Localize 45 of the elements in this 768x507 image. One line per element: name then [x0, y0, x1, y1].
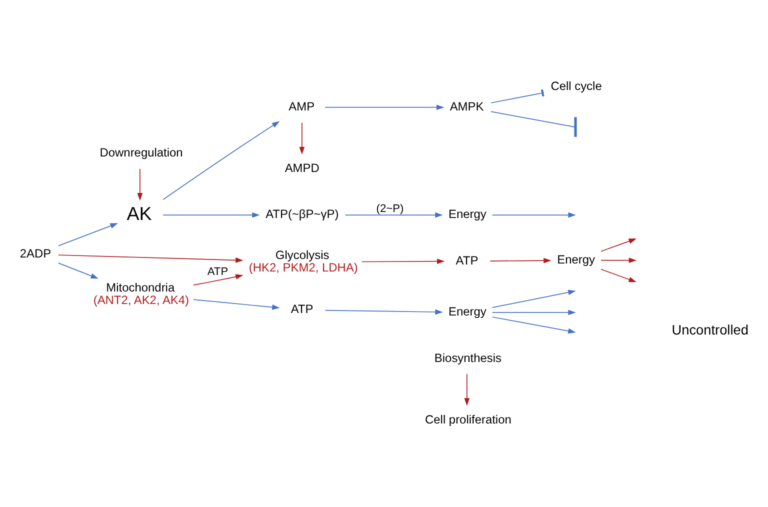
arrow	[58, 262, 98, 279]
node-bar	[574, 117, 577, 137]
arrow	[344, 212, 443, 218]
node-text: Glycolysis (HK2, PKM2, LDHA)	[248, 248, 358, 275]
arrow	[58, 254, 244, 263]
node-text: 2ADP	[20, 246, 52, 261]
edge-label: ATP	[207, 266, 228, 278]
arrow	[162, 212, 260, 218]
node-text: ATP	[290, 302, 314, 316]
node-text: Cell proliferation	[425, 412, 512, 426]
node-text: ATP	[456, 253, 478, 268]
arrow	[492, 290, 576, 308]
connector	[490, 111, 576, 128]
arrow	[600, 268, 636, 282]
arrow	[299, 122, 305, 155]
node-text: Biosynthesis	[434, 350, 502, 365]
arrow	[324, 309, 443, 315]
arrow	[600, 258, 637, 264]
arrow	[464, 374, 470, 406]
arrow	[162, 121, 280, 200]
node-text: AK	[126, 202, 152, 224]
node-text: Mitochondria (ANT2, AK2, AK4)	[93, 280, 190, 308]
arrow	[492, 212, 576, 218]
node-text: Downregulation	[100, 146, 183, 160]
arrow	[492, 310, 576, 316]
edge-label: (2~P)	[376, 202, 404, 215]
arrow	[193, 299, 280, 310]
node-text: Energy	[448, 207, 486, 222]
arrow	[490, 258, 552, 264]
arrow	[324, 104, 444, 110]
label: Uncontrolled	[672, 322, 748, 338]
node-text: Energy	[448, 304, 486, 319]
arrow	[362, 258, 445, 264]
node-text: Cell cycle	[550, 78, 602, 93]
node-text: AMP	[288, 99, 315, 114]
node-text: AMPD	[284, 161, 320, 176]
node-text: ATP(~βP~γP)	[266, 207, 339, 222]
arrow	[58, 223, 118, 246]
connector	[490, 89, 544, 104]
arrow	[193, 274, 244, 286]
arrow	[137, 168, 143, 201]
node-text: Energy	[557, 252, 595, 266]
arrow	[492, 316, 576, 334]
arrow	[600, 238, 636, 252]
node-text: AMPK	[450, 99, 484, 114]
